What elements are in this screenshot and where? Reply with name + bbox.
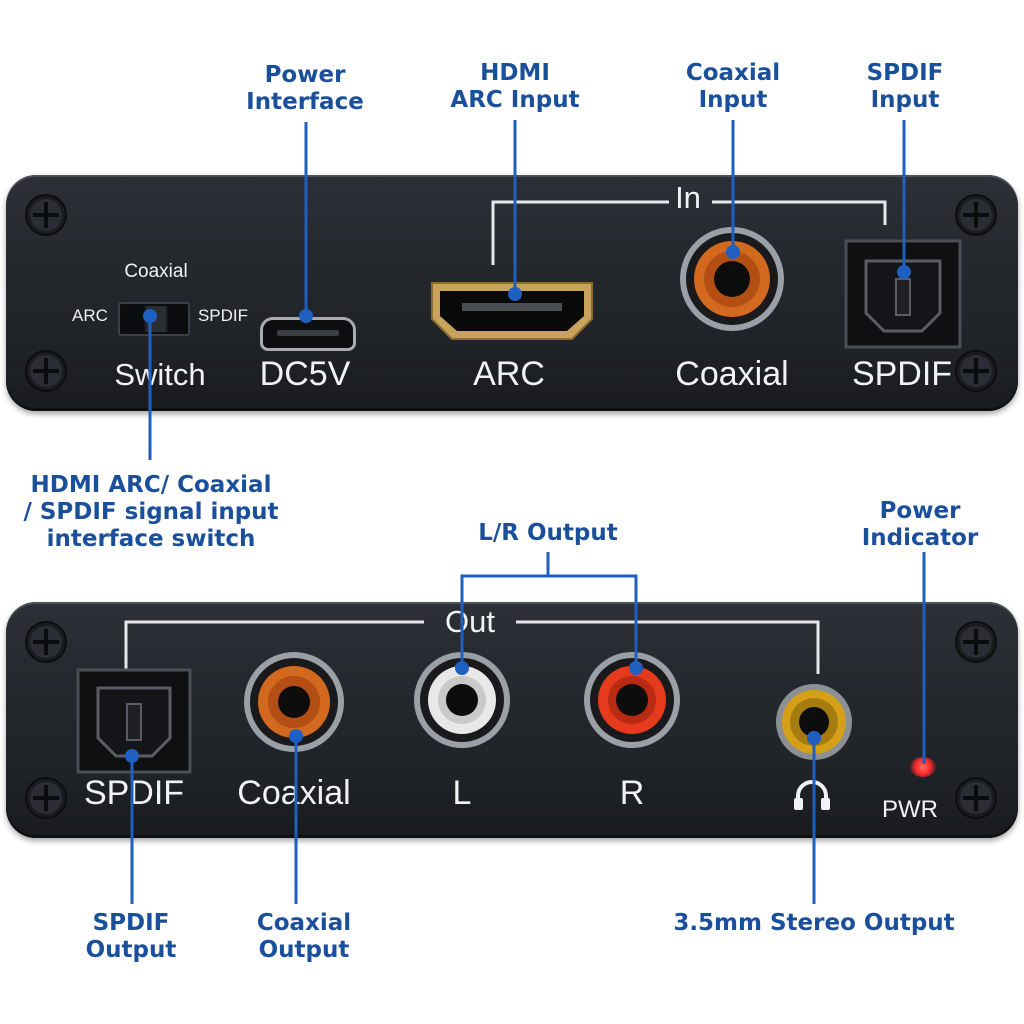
headphones-icon [794, 780, 830, 810]
leader-dot [807, 731, 821, 745]
leader-dot [143, 309, 157, 323]
callout-hdmi-arc-input: HDMI ARC Input [450, 60, 580, 113]
callout-lr-output: L/R Output [478, 520, 618, 546]
callout-spdif-input: SPDIF Input [866, 60, 944, 113]
input-panel: In Coaxial ARC SPDIF Switch DC5V ARC Coa… [6, 175, 1018, 411]
input-group-bracket [491, 200, 887, 265]
switch-top-label: Coaxial [124, 261, 188, 282]
leader-dot [455, 661, 469, 675]
power-port-label: DC5V [259, 355, 351, 393]
screw-icon [955, 777, 997, 819]
hdmi-port-label: ARC [473, 355, 545, 393]
left-audio-jack[interactable] [410, 648, 514, 752]
output-panel: Out SPDIF Coaxial L R [6, 602, 1018, 838]
leader-lr-output [460, 552, 550, 668]
left-channel-label: L [452, 774, 472, 812]
screw-icon [955, 194, 997, 236]
screw-icon [955, 350, 997, 392]
screw-icon [25, 350, 67, 392]
callout-coaxial-input: Coaxial Input [685, 60, 781, 113]
switch-left-label: ARC [72, 306, 108, 325]
right-channel-label: R [619, 774, 645, 812]
callout-power-indicator: Power Indicator [861, 498, 979, 551]
screw-icon [25, 777, 67, 819]
leader-dot [289, 729, 303, 743]
leader-dot [897, 265, 911, 279]
callout-power-interface: Power Interface [246, 62, 364, 115]
callout-switch-description: HDMI ARC/ Coaxial / SPDIF signal input i… [23, 472, 279, 552]
coaxial-input-jack[interactable] [676, 223, 788, 335]
callout-stereo-output: 3.5mm Stereo Output [673, 910, 955, 936]
leader-dot [726, 245, 740, 259]
spdif-output-label: SPDIF [83, 774, 185, 812]
spdif-input-port[interactable] [844, 239, 962, 349]
leader-dot [508, 287, 522, 301]
coaxial-output-label: Coaxial [237, 774, 351, 812]
callout-coaxial-output: Coaxial Output [256, 910, 352, 963]
screw-icon [25, 194, 67, 236]
hdmi-arc-port[interactable] [426, 279, 598, 343]
screw-icon [25, 621, 67, 663]
input-group-label: In [675, 180, 701, 215]
power-led-label: PWR [882, 796, 938, 823]
output-group-bracket [124, 620, 820, 674]
coaxial-output-jack[interactable] [240, 648, 348, 756]
switch-right-label: SPDIF [197, 306, 249, 325]
leader-dot [629, 661, 643, 675]
leader-lr-output-right [548, 574, 638, 668]
power-led [910, 757, 936, 777]
switch-label: Switch [114, 357, 206, 392]
right-audio-jack[interactable] [580, 648, 684, 752]
output-group-label: Out [445, 604, 495, 639]
leader-dot [299, 309, 313, 323]
screw-icon [955, 621, 997, 663]
coaxial-input-label: Coaxial [675, 355, 789, 393]
leader-dot [125, 749, 139, 763]
callout-spdif-output: SPDIF Output [85, 910, 177, 963]
stereo-output-jack[interactable] [774, 682, 854, 762]
spdif-input-label: SPDIF [851, 355, 953, 393]
